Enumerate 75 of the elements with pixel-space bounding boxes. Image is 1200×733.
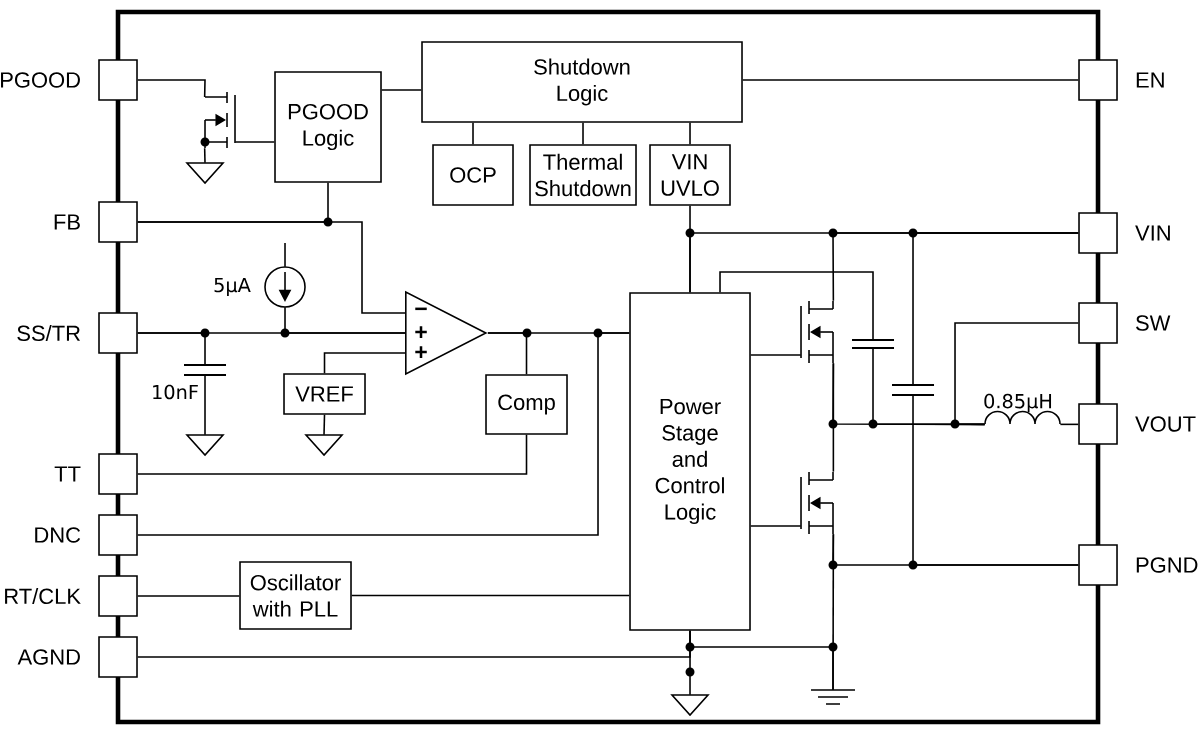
- wire: [323, 414, 326, 436]
- wire: [719, 271, 874, 341]
- wire: [742, 79, 1079, 81]
- block-box: PGOOD Logic: [274, 71, 382, 183]
- transistor-symbol: [200, 91, 236, 149]
- polarity-sign: +: [415, 346, 427, 358]
- pin: SW: [1078, 302, 1171, 344]
- wire: [472, 122, 474, 145]
- node-label: DNC: [35, 527, 81, 543]
- node-label: VOUT: [1135, 416, 1196, 432]
- ground-symbol: [810, 689, 856, 705]
- wire: [1059, 423, 1079, 426]
- wire: [912, 232, 1079, 386]
- block-box: Shutdown Logic: [421, 41, 743, 123]
- wire: [284, 242, 286, 268]
- wire: [204, 374, 206, 436]
- wire: [137, 434, 528, 475]
- pin: RT/CLK: [5, 575, 138, 617]
- block-box: Comp: [485, 374, 568, 435]
- capacitor-symbol: [850, 338, 896, 350]
- wire: [689, 122, 691, 145]
- wire: [912, 394, 1079, 566]
- pin: VOUT: [1078, 403, 1196, 445]
- transistor-symbol: [800, 471, 834, 535]
- wire: [137, 221, 406, 314]
- block-box: VIN UVLO: [649, 144, 731, 206]
- pin: EN: [1078, 59, 1164, 101]
- component-value: 0.85µH: [984, 393, 1051, 413]
- pin: VIN: [1078, 212, 1170, 254]
- node-label: EN: [1136, 72, 1164, 88]
- component-value: 5µA: [214, 277, 251, 297]
- node-label: FB: [54, 214, 80, 230]
- wire: [487, 332, 528, 375]
- wire: [137, 332, 630, 536]
- node-label: PGOOD: [1, 72, 80, 88]
- node-label: PGND: [1136, 557, 1198, 573]
- wire: [323, 352, 406, 374]
- current-source-symbol: [264, 266, 306, 308]
- block-box: VREF: [283, 373, 366, 415]
- node-label: RT/CLK: [5, 587, 81, 605]
- wire: [234, 141, 275, 143]
- pin: PGND: [1078, 544, 1198, 586]
- polarity-sign: +: [415, 326, 427, 338]
- block-box: Power Stage and Control Logic: [629, 292, 751, 631]
- wire: [750, 525, 802, 527]
- wire: [284, 306, 406, 334]
- wire: [582, 122, 584, 145]
- pin: DNC: [35, 514, 138, 556]
- node-label: SS/TR: [17, 324, 81, 342]
- wire: [954, 322, 1079, 426]
- pin: TT: [54, 453, 138, 495]
- wire: [689, 630, 834, 691]
- node-label: SW: [1136, 315, 1171, 331]
- pin: SS/TR: [17, 312, 138, 354]
- pin: AGND: [17, 636, 138, 678]
- pin: PGOOD: [1, 59, 138, 101]
- block-box: Thermal Shutdown: [529, 144, 637, 206]
- wire: [351, 594, 630, 597]
- pin: FB: [54, 201, 138, 243]
- node-label: AGND: [17, 649, 80, 665]
- block-box: Oscillator with PLL: [239, 561, 352, 630]
- capacitor-symbol: [890, 383, 936, 397]
- capacitor-symbol: [182, 363, 228, 377]
- wire: [381, 89, 422, 91]
- transistor-symbol: [800, 300, 834, 364]
- wire: [750, 354, 802, 356]
- node-label: TT: [54, 466, 81, 482]
- node-label: VIN: [1135, 225, 1170, 241]
- block-box: OCP: [432, 144, 514, 206]
- polarity-sign: −: [415, 307, 427, 311]
- wire: [137, 332, 206, 366]
- wire: [203, 147, 206, 164]
- wire: [137, 79, 206, 98]
- wire: [137, 595, 240, 597]
- component-value: 10nF: [153, 384, 198, 400]
